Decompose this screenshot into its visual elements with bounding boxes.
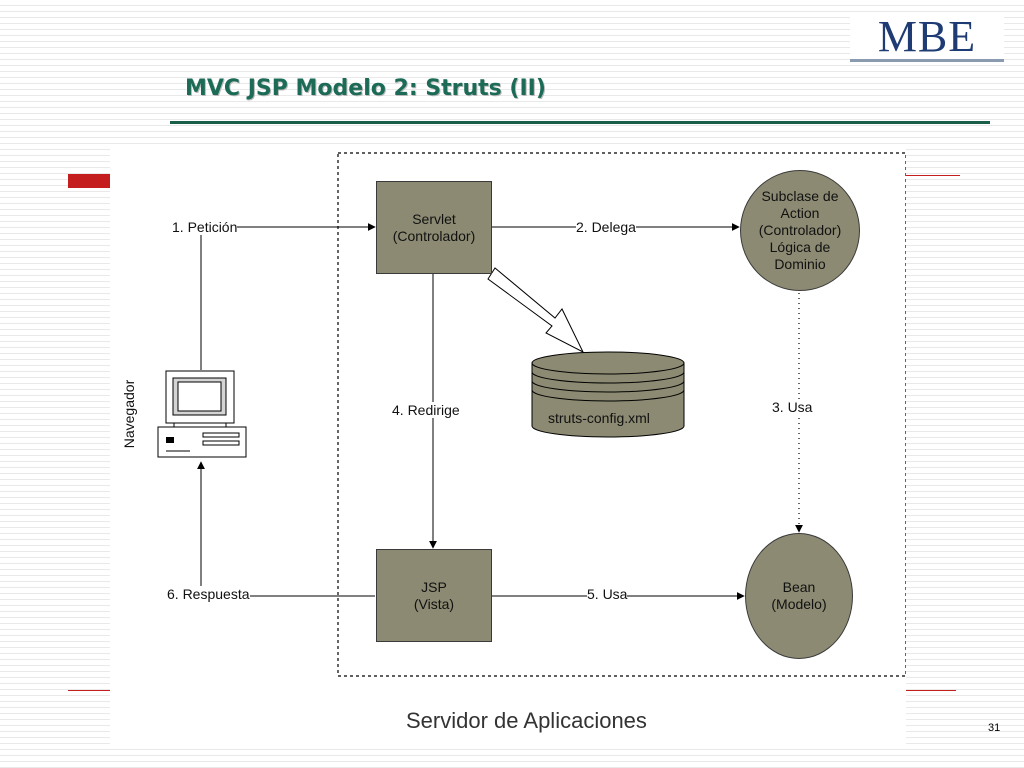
edge-label-redirige: 4. Redirige bbox=[392, 402, 460, 418]
mbe-logo: MBE bbox=[850, 14, 1004, 62]
bean-model-circle: Bean (Modelo) bbox=[745, 533, 853, 659]
edge-peticion bbox=[200, 223, 376, 370]
config-hollow-arrow bbox=[487, 267, 585, 354]
edge-respuesta bbox=[197, 461, 375, 597]
red-accent-line-bottom-left bbox=[68, 690, 110, 691]
application-server-label: Servidor de Aplicaciones bbox=[406, 708, 647, 733]
slide-title: MVC JSP Modelo 2: Struts (II) bbox=[185, 76, 546, 101]
red-accent-block bbox=[68, 174, 112, 188]
edge-label-respuesta: 6. Respuesta bbox=[167, 586, 250, 602]
jsp-view-box: JSP (Vista) bbox=[376, 549, 492, 642]
action-subclass-circle: Subclase de Action (Controlador) Lógica … bbox=[740, 170, 860, 291]
title-underline bbox=[170, 121, 990, 124]
diagram-panel: Servlet (Controlador) JSP (Vista) Subcla… bbox=[110, 148, 906, 748]
red-accent-line-top bbox=[906, 175, 960, 176]
edge-label-usa-3: 3. Usa bbox=[772, 399, 813, 415]
application-server-boundary bbox=[337, 152, 906, 677]
navegador-label: Navegador bbox=[121, 379, 137, 449]
database-cylinder-icon bbox=[531, 351, 685, 438]
edge-label-delega: 2. Delega bbox=[576, 219, 636, 235]
logo-text: MBE bbox=[877, 12, 977, 61]
diagram-connectors bbox=[157, 152, 906, 677]
red-accent-line-bottom-right bbox=[906, 690, 956, 691]
edge-label-peticion: 1. Petición bbox=[172, 219, 238, 235]
desktop-computer-icon bbox=[157, 370, 247, 458]
struts-config-label: struts-config.xml bbox=[548, 410, 650, 426]
page-number: 31 bbox=[988, 722, 1001, 734]
edge-label-usa-5: 5. Usa bbox=[587, 586, 628, 602]
servlet-controller-box: Servlet (Controlador) bbox=[376, 181, 492, 274]
